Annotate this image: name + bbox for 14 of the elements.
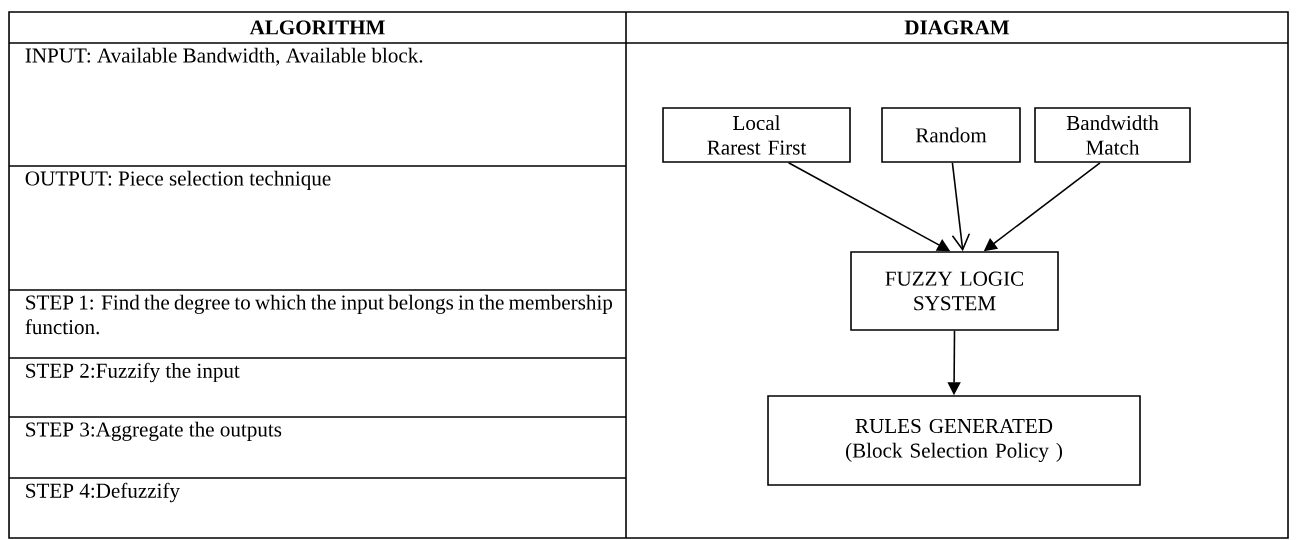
process-box: RULES GENERATED (Block Selection Policy ) [767,395,1141,486]
process-box: Random [881,107,1021,163]
table-text: STEP 4:Defuzzify [26,482,180,503]
process-box: Bandwidth Match [1034,107,1191,163]
table-text: STEP 2:Fuzzify the input [26,362,240,383]
process-box: FUZZY LOGIC SYSTEM [850,251,1059,331]
table-text: INPUT: Available Bandwidth, Available block. [25,47,423,66]
table-text: STEP 1: Find the degree to which the input belongs in the membership function. [25,294,613,335]
column-header: DIAGRAM [904,20,1010,35]
table-text: STEP 3:Aggregate the outputs [26,421,282,441]
arrow [951,162,971,252]
process-box: Local Rarest First [662,107,851,163]
table-text: OUTPUT: Piece selection technique [25,170,331,190]
column-header: ALGORITHM [249,20,385,35]
